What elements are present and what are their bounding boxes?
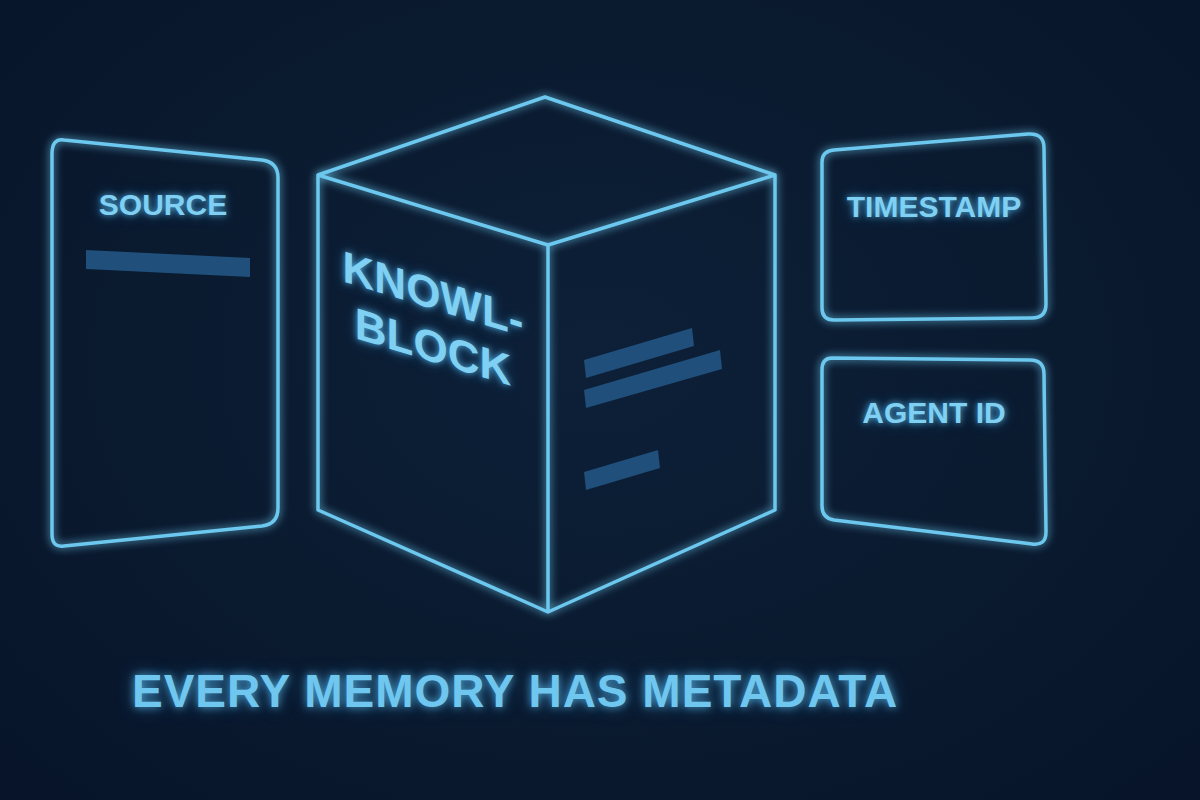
node-outline [816,128,1052,326]
text-bar [584,350,722,408]
text-bar [86,250,250,277]
node-label: SOURCE [58,188,268,223]
source-panel: SOURCE [48,132,284,552]
node-label: KNOWL- BLOCK [338,239,528,403]
node-label: AGENT ID [824,396,1044,431]
caption-text: EVERY MEMORY HAS METADATA [132,664,898,718]
knowledge-cube: KNOWL- BLOCK [310,90,785,620]
outline-stroke [318,97,775,612]
outline-stroke [822,134,1046,320]
timestamp-panel: TIMESTAMP [816,128,1052,326]
node-label: TIMESTAMP [824,190,1044,225]
node-outline [816,352,1052,552]
outline-stroke [822,358,1046,544]
text-bar [584,450,660,490]
outline-stroke [52,140,278,546]
agent-id-panel: AGENT ID [816,352,1052,552]
